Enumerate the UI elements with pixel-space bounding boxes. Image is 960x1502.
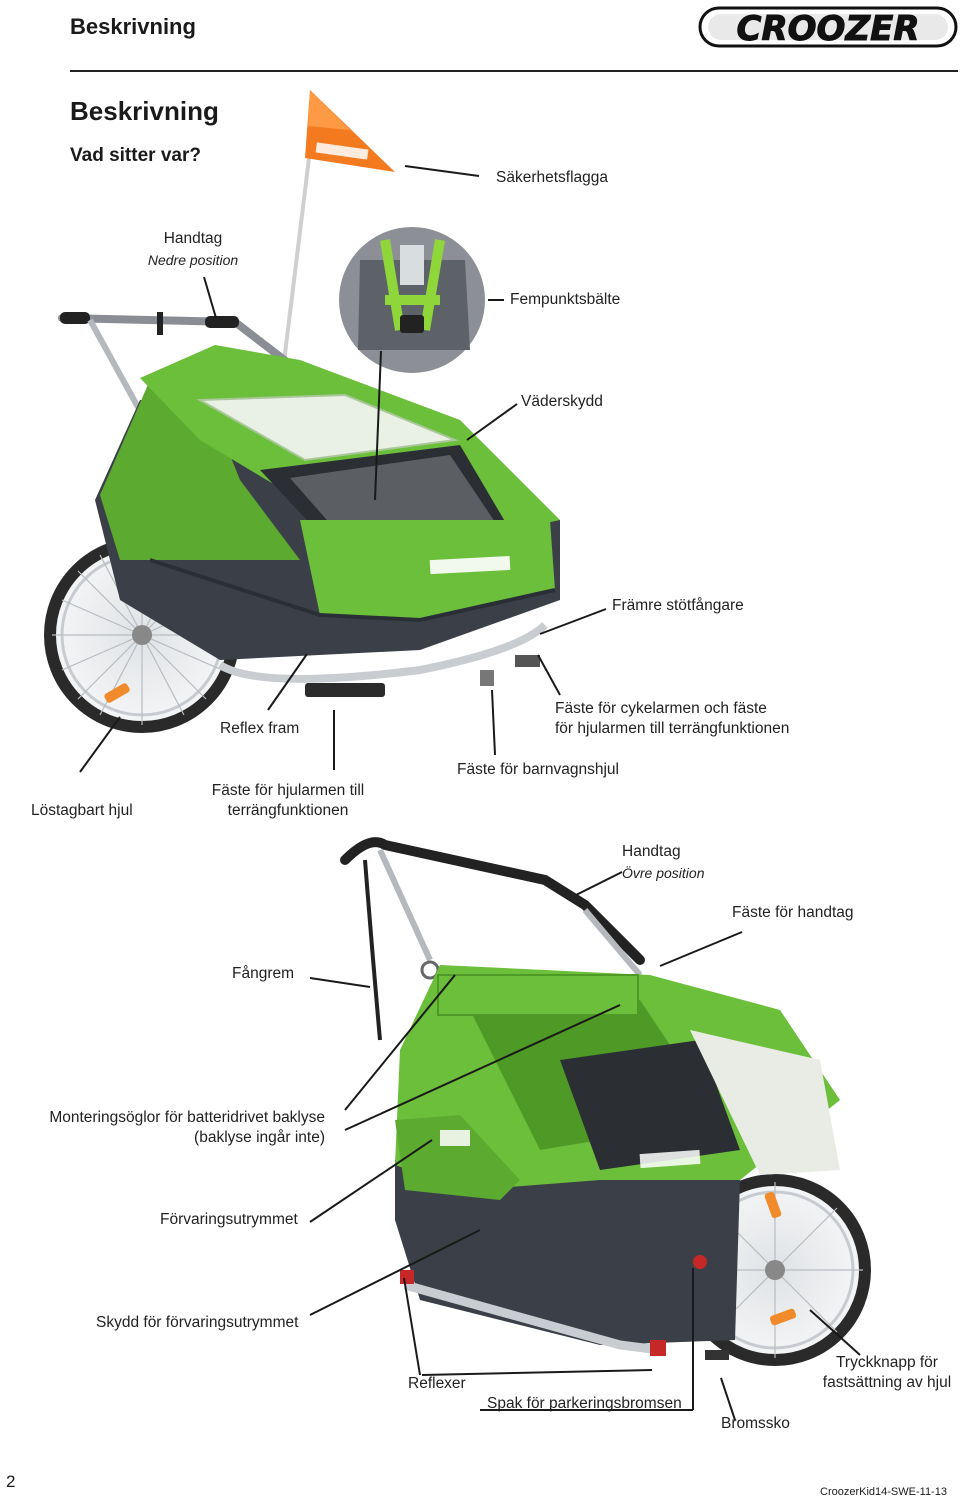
header-section-title: Beskrivning	[70, 14, 196, 39]
label-wheel-arm-mount-2: terrängfunktionen	[227, 802, 349, 819]
flag-pole	[281, 149, 312, 371]
label-reflectors: Reflexer	[408, 1375, 466, 1392]
label-stroller-wheel-mount: Fäste för barnvagnshjul	[457, 761, 619, 778]
label-parking-brake: Spak för parkeringsbromsen	[487, 1395, 682, 1412]
reflector-left	[400, 1270, 414, 1284]
safety-strap	[363, 859, 382, 1041]
label-handle-upper: Handtag	[622, 843, 681, 860]
label-bike-arm-mount-1: Fäste för cykelarmen och fäste	[555, 700, 767, 717]
bottom-body-grey	[395, 1150, 740, 1345]
page-subtitle: Vad sitter var?	[70, 145, 201, 166]
label-wheel-arm-mount-1: Fäste för hjularmen till	[211, 782, 365, 799]
leader-lines	[79, 165, 861, 1421]
label-wheel-button-2: fastsättning av hjul	[822, 1374, 952, 1391]
label-weather-cover: Väderskydd	[521, 393, 603, 410]
trailer-front-panel	[300, 520, 555, 620]
label-wheel-button-1: Tryckknapp för	[836, 1354, 938, 1371]
label-handle-mount: Fäste för handtag	[732, 904, 854, 921]
label-safety-strap: Fångrem	[232, 965, 295, 982]
handle-upper	[340, 837, 645, 965]
label-brake-shoe: Bromssko	[721, 1415, 790, 1432]
label-tail-light-loops-1: Monteringsöglor för batteridrivet baklys…	[49, 1109, 325, 1126]
doc-code: CroozerKid14-SWE-11-13	[820, 1486, 947, 1498]
bottom-storage-cover	[395, 1115, 520, 1200]
label-safety-flag: Säkerhetsflagga	[496, 169, 609, 186]
label-removable-wheel: Löstagbart hjul	[31, 802, 133, 819]
label-front-bumper: Främre stötfångare	[612, 597, 744, 614]
reflector-right	[650, 1340, 666, 1356]
trailer-body-green-side	[100, 380, 300, 560]
label-storage: Förvaringsutrymmet	[160, 1211, 298, 1228]
page-title: Beskrivning	[70, 96, 219, 126]
front-bumper	[217, 622, 548, 683]
label-handle-lower-sub: Nedre position	[147, 252, 239, 268]
weather-cover	[196, 393, 459, 462]
label-storage-cover: Skydd för förvaringsutrymmet	[96, 1314, 299, 1331]
label-handle-upper-sub: Övre position	[622, 865, 705, 881]
page-number: 2	[6, 1472, 16, 1491]
header-rule	[70, 70, 958, 72]
label-reflex-front: Reflex fram	[220, 720, 300, 737]
label-harness: Fempunktsbälte	[510, 291, 621, 308]
label-tail-light-loops-2: (baklyse ingår inte)	[194, 1129, 325, 1146]
rear-bar	[403, 1280, 661, 1355]
label-bike-arm-mount-2: för hjularmen till terrängfunktionen	[555, 720, 790, 737]
croozer-logo-text: CROOZER	[737, 9, 920, 49]
label-handle-lower: Handtag	[163, 230, 223, 247]
croozer-logo: CROOZER	[698, 6, 958, 50]
bottom-trailer-image	[340, 837, 871, 1366]
top-trailer-image	[44, 90, 560, 733]
